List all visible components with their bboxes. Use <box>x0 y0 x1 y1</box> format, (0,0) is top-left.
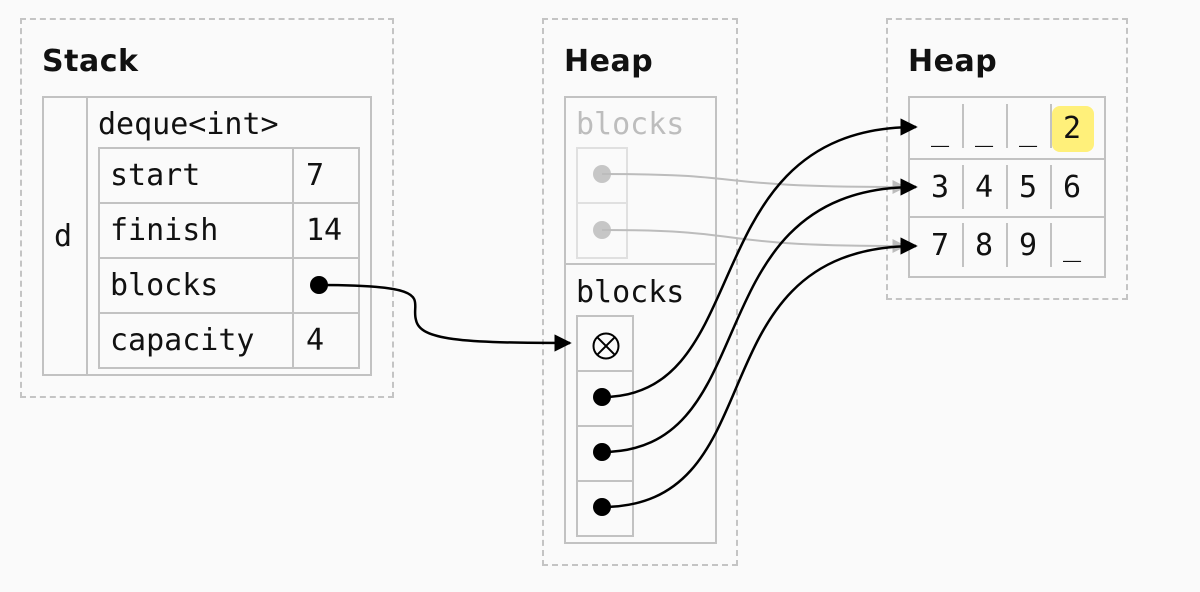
fields-row-divider <box>98 257 360 259</box>
fields-row-divider <box>98 202 360 204</box>
block-cell: _ <box>975 113 994 148</box>
field-name-start: start <box>110 158 201 193</box>
old-blocks-row-divider <box>576 202 628 204</box>
heap-right-region <box>886 18 1128 300</box>
old-pointer-arrow <box>601 173 907 194</box>
fields-row-divider <box>98 312 360 314</box>
type-label: deque<int> <box>98 107 279 142</box>
cell-separator <box>1006 104 1008 148</box>
blocks-pointer-arrow <box>318 283 572 352</box>
heap-left-region <box>542 18 738 566</box>
stack-title: Stack <box>42 44 139 79</box>
block-pointer-arrow <box>601 178 918 454</box>
new-blocks-row-divider <box>576 480 634 482</box>
block-cell: 8 <box>975 228 994 263</box>
block-cell: 9 <box>1019 228 1038 263</box>
field-name-finish: finish <box>110 213 219 248</box>
null-pointer-icon <box>592 332 620 360</box>
new-blocks-row-divider <box>576 370 634 372</box>
variable-name: d <box>54 219 73 254</box>
old-pointer-arrow <box>601 229 907 253</box>
cell-separator <box>1050 223 1052 267</box>
cell-separator <box>1050 165 1052 209</box>
block-pointer-arrow <box>601 237 918 509</box>
block-cell: 4 <box>975 170 994 205</box>
field-name-capacity: capacity <box>110 323 255 358</box>
new-blocks-label: blocks <box>576 275 685 310</box>
cell-separator <box>1050 104 1052 148</box>
block-cell: 7 <box>931 228 950 263</box>
cell-separator <box>1006 165 1008 209</box>
block-pointer-arrow <box>601 118 918 399</box>
highlighted-cell <box>1052 106 1094 152</box>
heap-left-frame <box>564 96 717 544</box>
cell-separator <box>962 223 964 267</box>
heap-left-divider <box>564 263 717 265</box>
block-cell: _ <box>1063 228 1082 263</box>
block-cell: _ <box>1019 113 1038 148</box>
block-cell: 6 <box>1063 170 1082 205</box>
field-value-finish: 14 <box>306 213 343 248</box>
field-name-blocks: blocks <box>110 268 219 303</box>
stack-frame-divider <box>86 96 88 376</box>
field-value-start: 7 <box>306 158 325 193</box>
block-cell: 3 <box>931 170 950 205</box>
cell-separator <box>962 165 964 209</box>
stack-frame <box>42 96 372 376</box>
block-cell-highlighted: 2 <box>1063 111 1082 146</box>
block-cell: _ <box>931 113 950 148</box>
cell-separator <box>1006 223 1008 267</box>
blocks-grid-row-divider <box>908 158 1106 160</box>
blocks-grid-row-divider <box>908 216 1106 218</box>
new-blocks-row-divider <box>576 425 634 427</box>
stack-region <box>20 18 394 398</box>
heap-right-title: Heap <box>908 44 998 79</box>
block-cell: 5 <box>1019 170 1038 205</box>
old-blocks-label: blocks <box>576 107 685 142</box>
field-value-capacity: 4 <box>306 323 325 358</box>
cell-separator <box>962 104 964 148</box>
heap-left-title: Heap <box>564 44 654 79</box>
